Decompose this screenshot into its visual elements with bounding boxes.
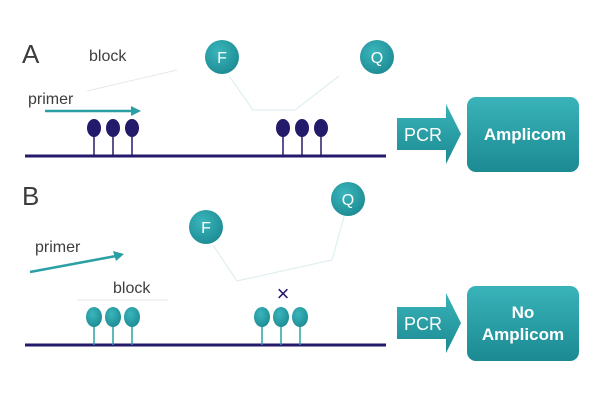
balloon [124,307,140,327]
panel-b-label: B [22,181,39,211]
balloon [106,119,120,137]
balloon [292,307,308,327]
panel-b: B primer block F Q × [22,181,579,361]
probe-balloons-b [254,307,308,345]
quencher-a: Q [360,40,394,74]
block-label-a: block [89,48,127,65]
fluorophore-a-label: F [217,50,227,67]
pcr-label-a: PCR [404,125,442,145]
block-balloons-a [87,119,139,156]
result-box-a: Amplicom [467,97,579,172]
pcr-label-b: PCR [404,314,442,334]
result-label-a: Amplicom [484,125,566,144]
quencher-b-label: Q [342,192,354,209]
fluorophore-b-label: F [201,220,211,237]
pcr-arrow-a: PCR [397,104,461,164]
primer-label-b: primer [35,239,81,256]
quencher-b: Q [331,182,365,216]
panel-a: A block primer F Q [22,39,579,172]
result-box-b: No Amplicom [467,286,579,361]
block-balloons-b [86,307,140,345]
result-label-b-line2: Amplicom [482,325,564,344]
pcr-arrow-b: PCR [397,293,461,353]
balloon [105,307,121,327]
balloon [314,119,328,137]
probe-balloons-a [276,119,328,156]
balloon [273,307,289,327]
balloon [125,119,139,137]
balloon [295,119,309,137]
fluorophore-a: F [205,40,239,74]
panel-a-label: A [22,39,40,69]
primer-arrow-b [29,251,124,274]
blocked-mark-icon: × [277,281,290,306]
probe-connector-b [212,212,346,282]
balloon [254,307,270,327]
block-label-b: block [113,280,151,297]
balloon [276,119,290,137]
primer-arrow-a [45,106,141,116]
balloon [87,119,101,137]
primer-label-a: primer [28,91,74,108]
balloon [86,307,102,327]
fluorophore-b: F [189,210,223,244]
result-label-b-line1: No [512,303,535,322]
probe-connector-a [228,75,340,111]
quencher-a-label: Q [371,50,383,67]
block-pointer-line-a [86,69,178,92]
